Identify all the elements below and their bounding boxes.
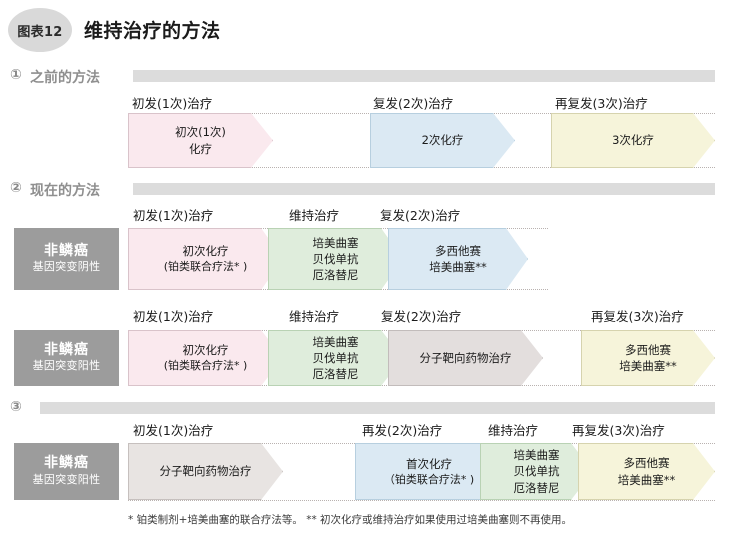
- arrow-line: 初次化疗: [182, 343, 229, 358]
- arrow-line: 培美曲塞**: [619, 359, 677, 373]
- arrow-line: 首次化疗: [406, 456, 452, 471]
- arrow-line: 培美曲塞: [312, 334, 359, 349]
- arrow-line: 培美曲塞**: [429, 260, 487, 274]
- category-sub: 基因突变阴性: [32, 260, 101, 274]
- section-3-column-header-2: 维持治疗: [488, 423, 539, 438]
- section-3-arrow-0: 分子靶向药物治疗: [128, 443, 283, 500]
- section-2-row-1-arrow-2: 多西他赛 培美曲塞**: [388, 228, 528, 290]
- section-2-label: 现在的方法: [30, 183, 100, 199]
- section-2-row-2-arrow-3: 多西他赛 培美曲塞**: [581, 330, 715, 386]
- section-2-bar: [133, 183, 715, 195]
- section-3-dotted-bottom: [128, 500, 715, 501]
- section-2-row-1-arrow-1: 培美曲塞 贝伐单抗 厄洛替尼: [268, 228, 403, 290]
- arrow-line: 3次化疗: [612, 133, 654, 148]
- section-2-row-2-arrow-0: 初次化疗 (铂类联合疗法* ): [128, 330, 283, 386]
- section-3-arrow-2: 培美曲塞 贝伐单抗 厄洛替尼: [480, 443, 593, 500]
- section-3-category: 非鳞癌 基因突变阳性: [14, 443, 119, 500]
- section-1-arrow-1: 2次化疗: [370, 113, 515, 168]
- section-3-column-header-1: 再发(2次)治疗: [362, 423, 443, 438]
- section-2-row-2-arrow-1: 培美曲塞 贝伐单抗 厄洛替尼: [268, 330, 403, 386]
- section-2-row-2-arrow-2: 分子靶向药物治疗: [388, 330, 543, 386]
- category-main: 非鳞癌: [44, 341, 89, 358]
- category-main: 非鳞癌: [44, 455, 89, 472]
- section-3-bar: [40, 402, 715, 414]
- section-1-column-header-2: 再复发(3次)治疗: [555, 96, 648, 111]
- arrow-line: 2次化疗: [421, 133, 464, 148]
- arrow-line: 分子靶向药物治疗: [419, 350, 512, 365]
- arrow-line: 多西他赛: [623, 456, 670, 471]
- section-1-arrow-0: 初次(1次) 化疗: [128, 113, 273, 168]
- section-3-arrow-1: 首次化疗 （铂类联合疗法* ): [355, 443, 503, 500]
- footnote: * 铂类制剂+培美曲塞的联合疗法等。 ** 初次化疗或维持治疗如果使用过培美曲塞…: [128, 514, 573, 526]
- section-1-column-header-0: 初发(1次)治疗: [132, 96, 213, 111]
- page-title: 维持治疗的方法: [84, 20, 221, 42]
- arrow-line: 多西他赛: [435, 243, 481, 258]
- arrow-line: 贝伐单抗: [312, 350, 359, 365]
- section-3-column-header-3: 再复发(3次)治疗: [572, 423, 665, 438]
- section-2-row-2-column-header-0: 初发(1次)治疗: [133, 309, 214, 324]
- arrow-line: 厄洛替尼: [312, 268, 359, 283]
- arrow-line: (铂类联合疗法* ): [163, 359, 248, 373]
- category-main: 非鳞癌: [44, 242, 89, 259]
- section-2-number: ②: [10, 180, 22, 196]
- arrow-line: 培美曲塞: [312, 235, 359, 250]
- arrow-line: 贝伐单抗: [513, 464, 560, 479]
- arrow-line: 厄洛替尼: [312, 367, 359, 382]
- section-1-column-header-1: 复发(2次)治疗: [373, 96, 454, 111]
- section-2-row-1-column-header-1: 维持治疗: [289, 208, 340, 223]
- category-sub: 基因突变阳性: [32, 359, 101, 373]
- arrow-line: （铂类联合疗法* ): [383, 472, 475, 486]
- arrow-line: 初次化疗: [182, 244, 229, 259]
- arrow-line: 培美曲塞**: [617, 472, 676, 487]
- category-sub: 基因突变阳性: [32, 472, 101, 486]
- arrow-line: 多西他赛: [625, 342, 671, 357]
- section-2-row-2-column-header-2: 复发(2次)治疗: [381, 309, 462, 324]
- arrow-line: 化疗: [189, 141, 212, 156]
- section-3-arrow-3: 多西他赛 培美曲塞**: [578, 443, 715, 500]
- arrow-line: 初次(1次): [175, 125, 226, 140]
- section-3-column-header-0: 初发(1次)治疗: [133, 423, 214, 438]
- section-2-row-2-column-header-1: 维持治疗: [289, 309, 340, 324]
- section-1-bar: [133, 70, 715, 82]
- arrow-line: 培美曲塞: [513, 448, 560, 462]
- section-2-row-2-category: 非鳞癌 基因突变阳性: [14, 330, 119, 386]
- arrow-line: 分子靶向药物治疗: [159, 464, 252, 479]
- section-1-label: 之前的方法: [30, 70, 100, 86]
- figure-badge: 图表12: [8, 8, 72, 52]
- arrow-line: (铂类联合疗法* ): [163, 260, 248, 274]
- section-1-arrow-2: 3次化疗: [551, 113, 715, 168]
- section-1-number: ①: [10, 67, 22, 83]
- section-2-row-1-column-header-0: 初发(1次)治疗: [133, 208, 214, 223]
- section-2-row-2-column-header-3: 再复发(3次)治疗: [591, 309, 684, 324]
- section-3-number: ③: [10, 399, 22, 415]
- section-2-row-1-arrow-0: 初次化疗 (铂类联合疗法* ): [128, 228, 283, 290]
- arrow-line: 贝伐单抗: [312, 251, 359, 266]
- section-2-row-1-category: 非鳞癌 基因突变阴性: [14, 228, 119, 290]
- arrow-line: 厄洛替尼: [513, 480, 560, 495]
- section-2-row-1-column-header-2: 复发(2次)治疗: [380, 208, 461, 223]
